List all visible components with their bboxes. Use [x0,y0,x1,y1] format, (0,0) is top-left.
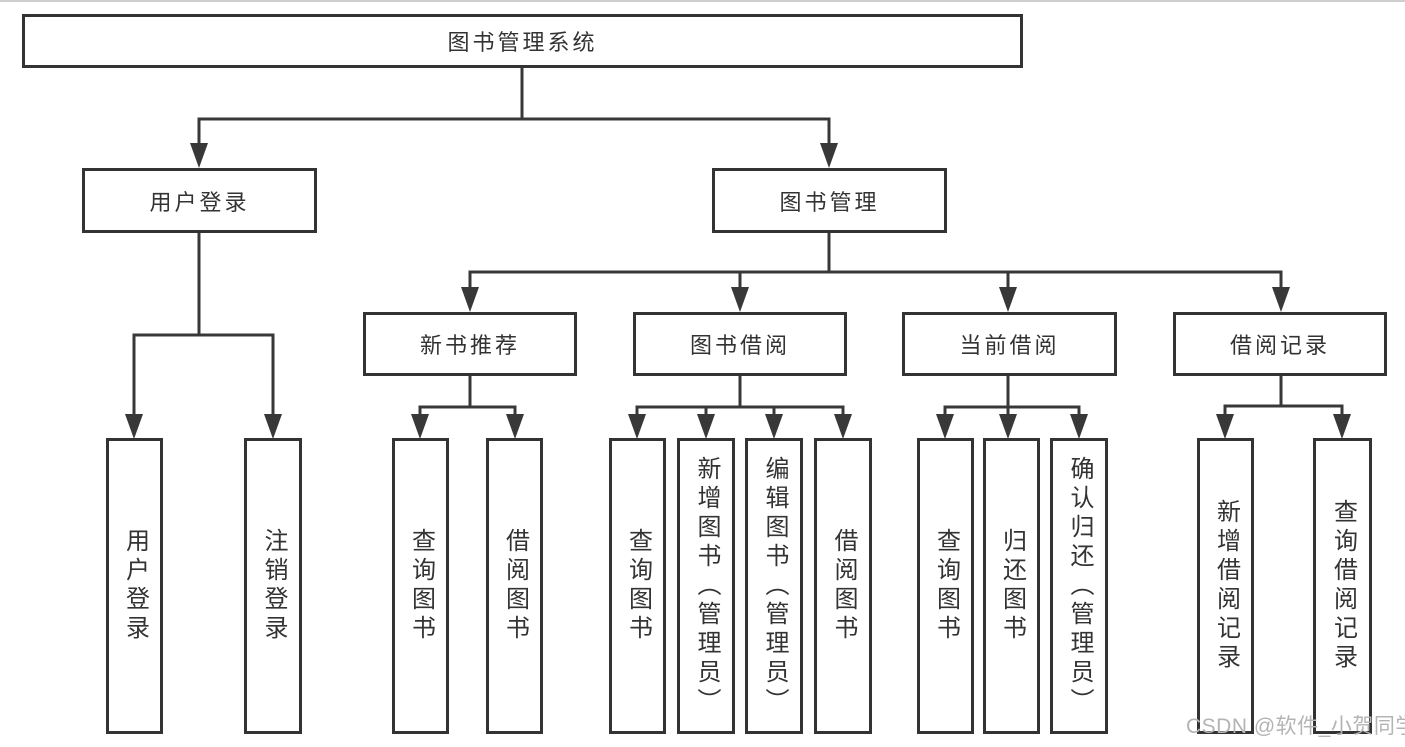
page-top-divider [0,0,1405,2]
leaf-newbook-borrow: 借阅图书 [486,438,543,734]
node-borrow-records-label: 借阅记录 [1229,333,1330,358]
node-borrow-records: 借阅记录 [1173,312,1387,376]
node-new-book-recommend-label: 新书推荐 [419,333,520,358]
node-book-borrow-label: 图书借阅 [689,333,790,358]
node-user-login-label: 用户登录 [149,189,250,215]
leaf-newbook-query: 查询图书 [392,438,449,734]
leaf-current-return: 归还图书 [983,438,1040,734]
arrowheads [125,143,1351,439]
leaf-borrow-borrow: 借阅图书 [814,438,872,734]
leaf-borrow-edit-label: 编辑图书（管理员） [761,455,788,717]
node-book-borrow: 图书借阅 [633,312,847,376]
leaf-current-confirm: 确认归还（管理员） [1050,438,1108,734]
leaf-logout: 注销登录 [244,438,302,734]
leaf-user-login-label: 用户登录 [121,528,149,644]
leaf-records-add: 新增借阅记录 [1197,438,1254,734]
node-new-book-recommend: 新书推荐 [363,312,577,376]
leaf-records-query: 查询借阅记录 [1313,438,1372,734]
leaf-records-query-label: 查询借阅记录 [1329,499,1357,673]
leaf-current-confirm-label: 确认归还（管理员） [1066,455,1093,717]
leaf-newbook-query-label: 查询图书 [407,528,435,644]
leaf-borrow-add-label: 新增图书（管理员） [693,455,720,717]
leaf-current-query: 查询图书 [917,438,974,734]
leaf-current-query-label: 查询图书 [932,528,960,644]
leaf-borrow-query-label: 查询图书 [624,528,652,644]
node-user-login: 用户登录 [82,168,317,233]
node-current-borrow: 当前借阅 [902,312,1117,376]
leaf-newbook-borrow-label: 借阅图书 [501,528,529,644]
leaf-borrow-add: 新增图书（管理员） [677,438,735,734]
leaf-borrow-edit: 编辑图书（管理员） [745,438,803,734]
node-current-borrow-label: 当前借阅 [959,333,1060,358]
node-book-management: 图书管理 [712,168,947,233]
leaf-borrow-borrow-label: 借阅图书 [830,528,857,644]
node-root-label: 图书管理系统 [447,30,598,55]
node-book-management-label: 图书管理 [779,189,880,215]
leaf-records-add-label: 新增借阅记录 [1212,499,1240,673]
leaf-user-login: 用户登录 [106,438,163,734]
leaf-logout-label: 注销登录 [260,528,287,644]
leaf-borrow-query: 查询图书 [609,438,666,734]
leaf-current-return-label: 归还图书 [998,528,1026,644]
node-root: 图书管理系统 [22,14,1023,68]
watermark: CSDN @软件_小贺同学 [1186,715,1405,738]
